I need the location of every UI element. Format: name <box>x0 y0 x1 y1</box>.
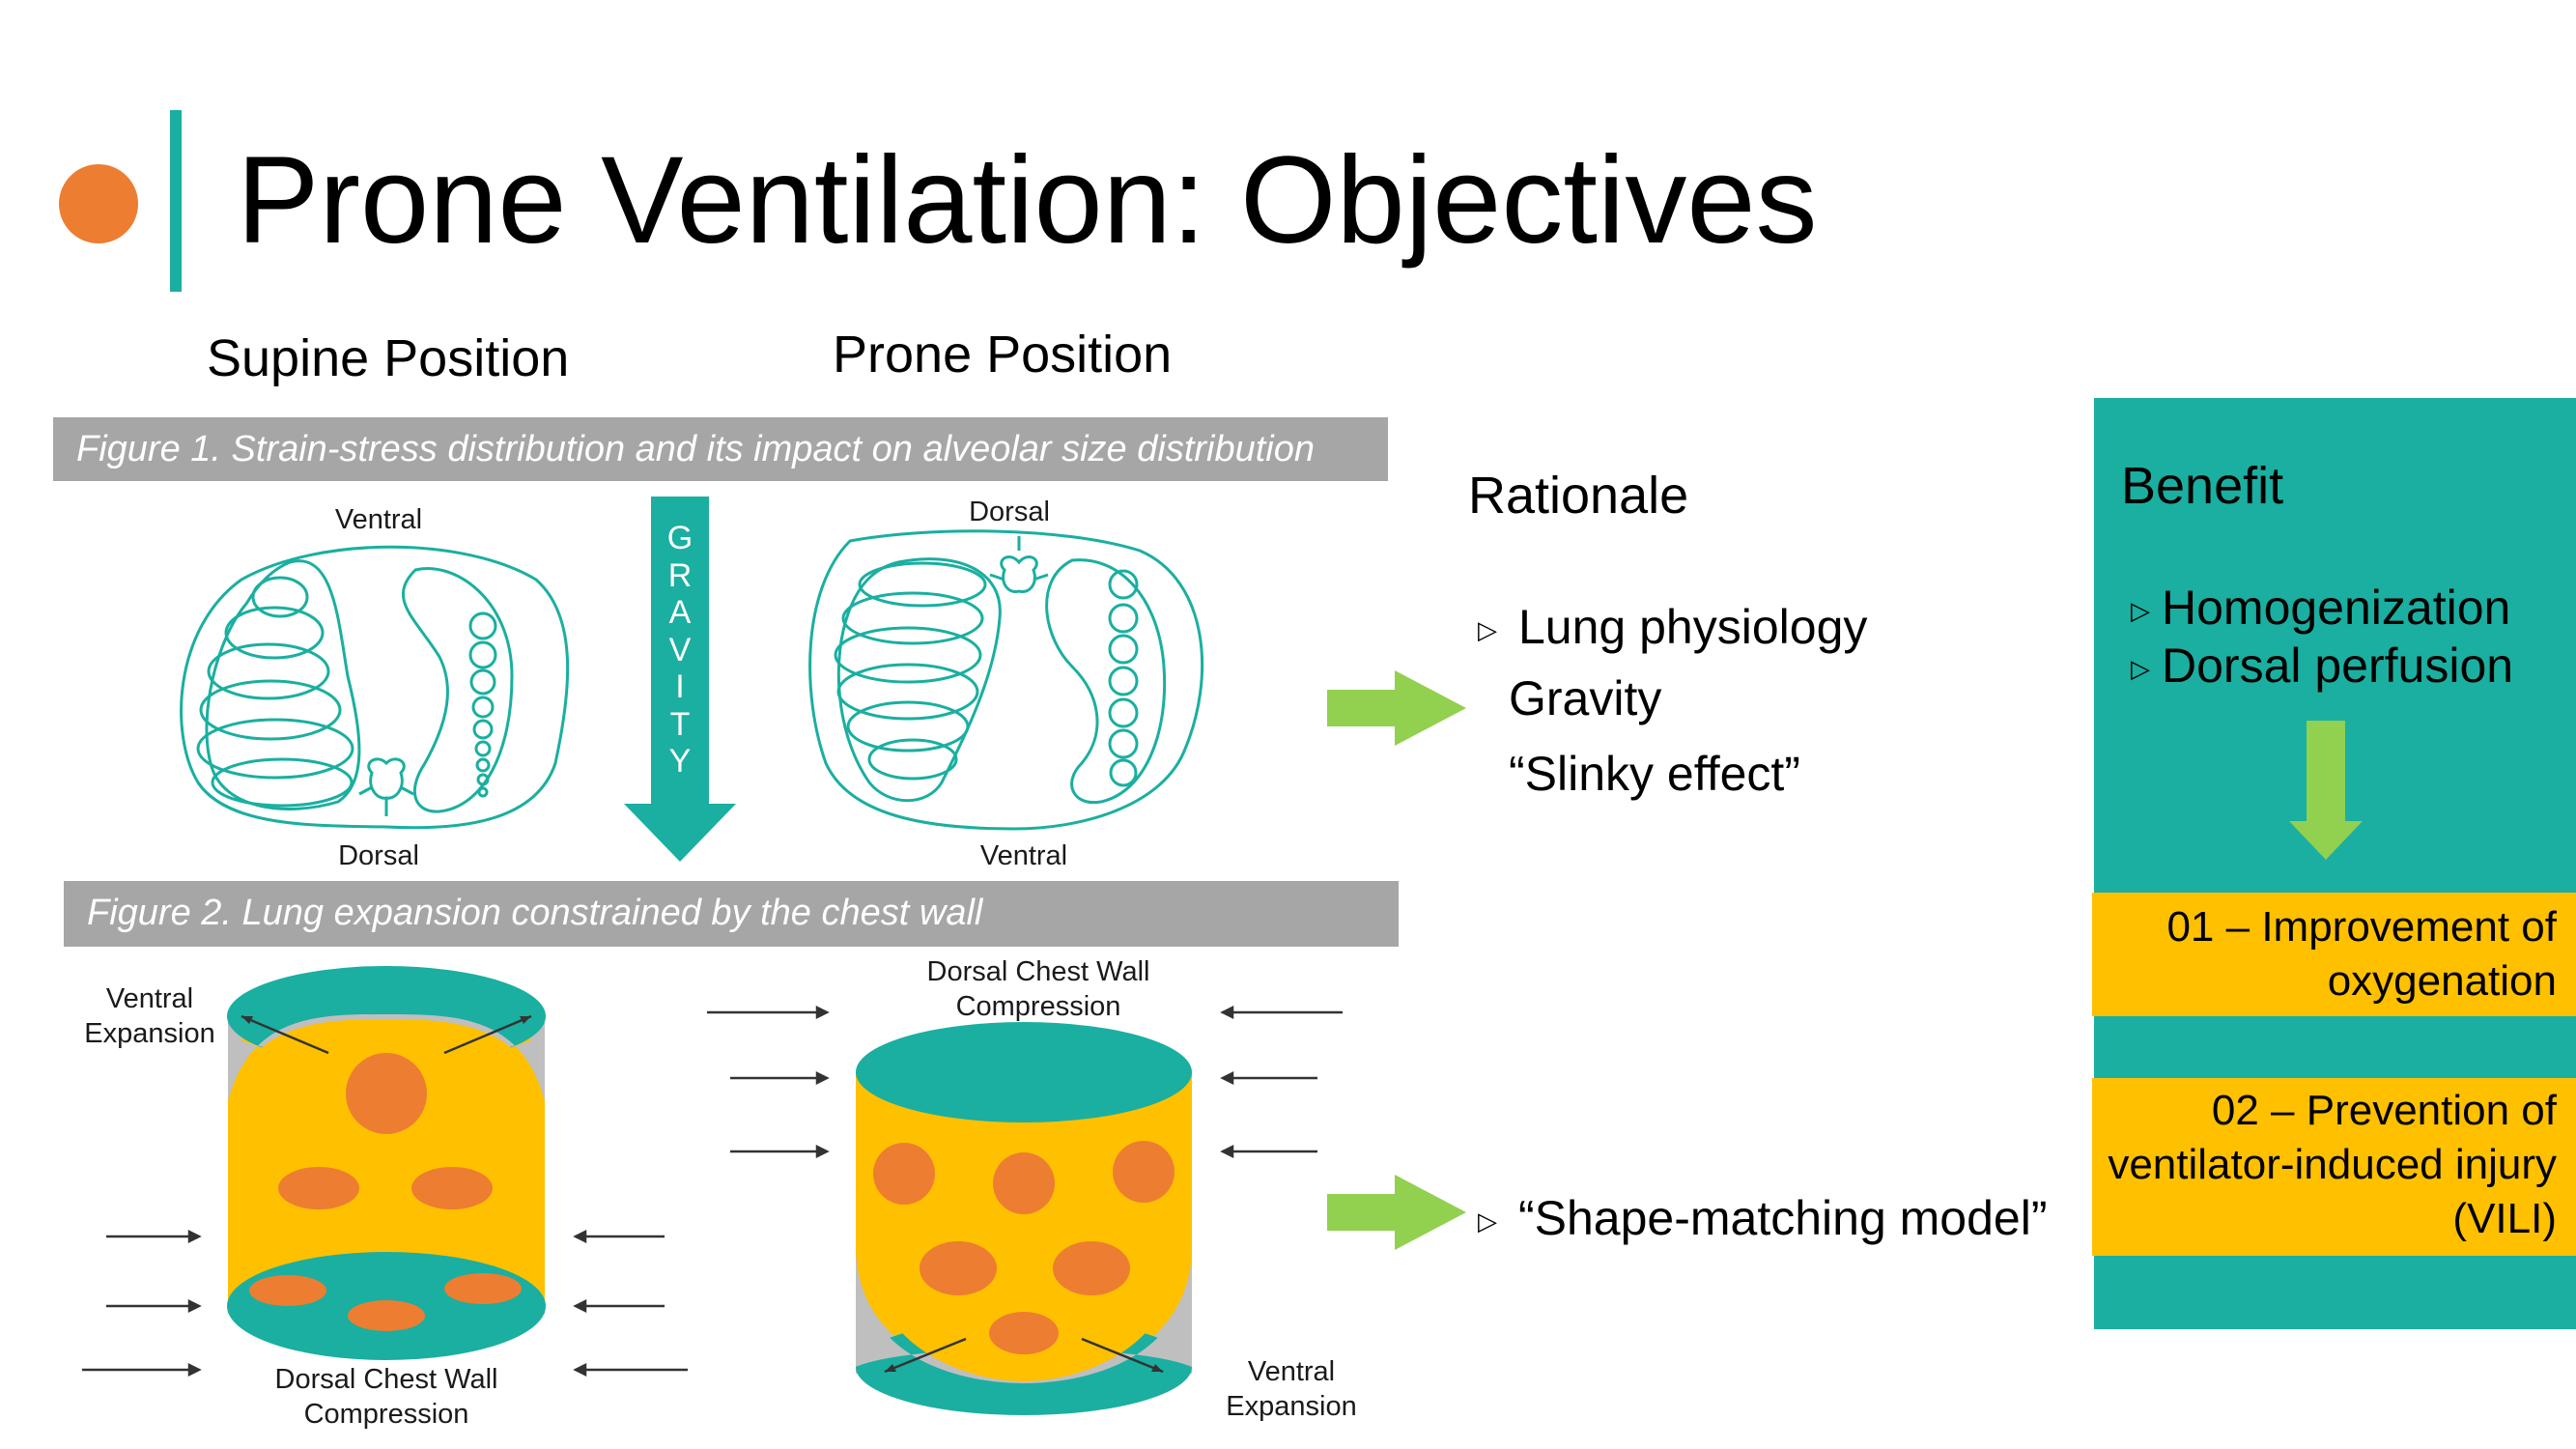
slide-title: Prone Ventilation: Objectives <box>237 131 1818 270</box>
prone-dorsal-compression-label: Dorsal Chest Wall Compression <box>926 956 1150 1022</box>
triangle-bullet-icon: ▷ <box>1478 615 1497 645</box>
triangle-bullet-icon: ▷ <box>2131 654 2150 684</box>
gravity-letter: Y <box>668 743 692 780</box>
gravity-arrow <box>624 497 736 862</box>
gravity-letter: G <box>666 520 694 556</box>
benefit-item-text: Dorsal perfusion <box>2162 639 2514 693</box>
triangle-bullet-icon: ▷ <box>2131 596 2150 626</box>
gravity-letter: R <box>667 556 693 594</box>
title-accent-bar <box>170 110 182 292</box>
figure1-caption: Figure 1. Strain-stress distribution and… <box>53 417 1388 481</box>
rationale-heading: Rationale <box>1468 467 1689 525</box>
outcome-oxygenation: 01 – Improvement of oxygenation <box>2092 893 2576 1016</box>
gravity-letter: I <box>675 668 685 705</box>
gravity-label: G R A V I T Y <box>651 520 709 781</box>
prone-position-label: Prone Position <box>833 326 1173 384</box>
supine-ventral-label: Ventral <box>334 504 423 535</box>
rationale-item-text: “Shape-matching model” <box>1518 1191 2048 1245</box>
gravity-letter: T <box>669 705 691 743</box>
green-arrow-2 <box>1327 1175 1466 1250</box>
supine-ventral-expansion-label: Ventral Expansion <box>84 983 215 1049</box>
outcome-vili-prevention: 02 – Prevention of ventilator-induced in… <box>2092 1078 2576 1256</box>
prone-cross-section <box>808 529 1204 831</box>
rationale-item-slinky: “Slinky effect” <box>1509 747 1800 801</box>
rationale-item-lung-physiology: ▷ Lung physiology <box>1478 599 1867 655</box>
supine-vertebra-dots <box>468 611 497 798</box>
figure2-caption: Figure 2. Lung expansion constrained by … <box>64 881 1399 947</box>
gravity-letter: V <box>668 631 692 668</box>
supine-dorsal-label: Dorsal <box>338 840 419 871</box>
benefit-item-text: Homogenization <box>2162 581 2511 635</box>
gravity-letter: A <box>668 594 692 631</box>
prone-ventral-label: Ventral <box>979 840 1068 871</box>
prone-cylinder <box>856 1022 1192 1415</box>
compression-arrows <box>82 1005 1343 1378</box>
title-bullet-dot <box>59 164 138 243</box>
green-arrow-1 <box>1327 670 1466 746</box>
triangle-bullet-icon: ▷ <box>1478 1207 1497 1236</box>
prone-ventral-expansion-label: Ventral Expansion <box>1226 1356 1357 1422</box>
supine-position-label: Supine Position <box>207 329 570 387</box>
benefit-heading: Benefit <box>2121 457 2284 515</box>
rationale-item-shape-matching: ▷ “Shape-matching model” <box>1478 1190 2048 1246</box>
supine-cross-section <box>180 545 570 830</box>
supine-dorsal-compression-label: Dorsal Chest Wall Compression <box>274 1364 498 1430</box>
benefit-item-dorsal-perfusion: ▷ Dorsal perfusion <box>2131 638 2513 694</box>
supine-cylinder <box>227 966 546 1360</box>
rationale-item-gravity: Gravity <box>1509 671 1662 725</box>
prone-vertebra-dots <box>1108 569 1139 787</box>
benefit-item-homogenization: ▷ Homogenization <box>2131 580 2510 636</box>
prone-dorsal-label: Dorsal <box>969 497 1050 527</box>
rationale-item-text: Lung physiology <box>1518 600 1868 654</box>
